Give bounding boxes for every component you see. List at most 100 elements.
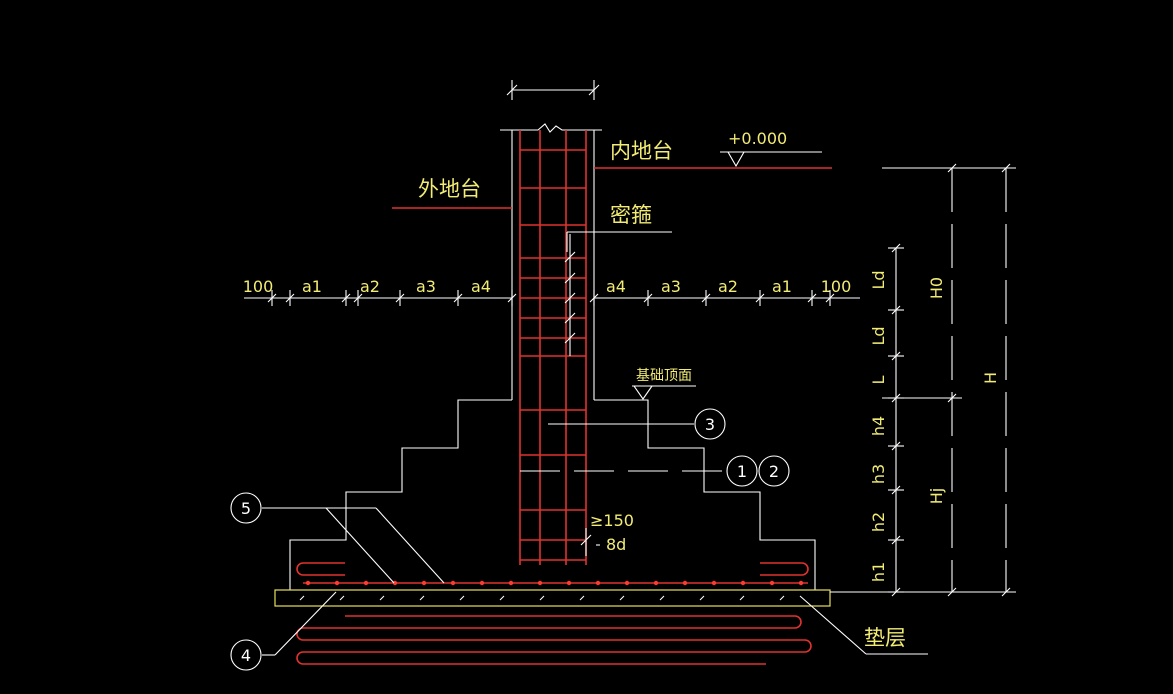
outer-dim-h: H (981, 372, 1000, 384)
cushion-hatch-mark (619, 595, 625, 601)
hdim-slash (285, 293, 295, 303)
foundation-top-marker (632, 385, 696, 400)
callout-2: 2 (758, 455, 790, 487)
vertical-dimension-chain (830, 163, 1016, 597)
rebar-dot (450, 580, 456, 586)
hdim-slash (453, 293, 463, 303)
rebar-dot (508, 580, 514, 586)
vdim-slash (891, 393, 901, 403)
label-8d: 8d (606, 535, 626, 554)
hdim-left-4: a4 (471, 277, 491, 296)
rebar-dot (479, 580, 485, 586)
rebar-dot (363, 580, 369, 586)
vdim-slash (1001, 163, 1011, 173)
cushion-hatch-mark (299, 595, 305, 601)
vdim-slash (947, 163, 957, 173)
leader-lines (262, 423, 928, 656)
svg-text:2: 2 (769, 462, 779, 481)
dense-stirrup-ticks (564, 234, 576, 356)
hdim-slash (395, 293, 405, 303)
callout-4: 4 (230, 639, 262, 671)
vdim-5: h2 (869, 512, 888, 532)
hdim-slash (825, 293, 835, 303)
anchorage-dimension (580, 528, 600, 556)
horizontal-dimension-left (244, 290, 517, 306)
column-rebar (519, 130, 587, 565)
column-width-dimension (506, 80, 600, 100)
label-outer-ground: 外地台 (418, 177, 481, 201)
vdim-slash (891, 351, 901, 361)
cushion-hatch-mark (659, 595, 665, 601)
rebar-dot (595, 580, 601, 586)
vdim-slash (891, 243, 901, 253)
hdim-slash (701, 293, 711, 303)
hdim-right-3: a1 (772, 277, 792, 296)
outer-dim-hj: Hj (927, 488, 946, 504)
svg-text:1: 1 (737, 462, 747, 481)
hdim-right-4: 100 (821, 277, 852, 296)
hdim-slash (643, 293, 653, 303)
vdim-0: Ld (869, 270, 888, 289)
rebar-dot (682, 580, 688, 586)
svg-text:4: 4 (241, 646, 251, 665)
rebar-dot (740, 580, 746, 586)
rebar-dot (769, 580, 775, 586)
bottom-rebar-mat (296, 562, 812, 665)
callout-3: 3 (694, 408, 726, 440)
hdim-slash (341, 293, 351, 303)
vdim-3: h4 (869, 416, 888, 436)
vdim-slash (1001, 587, 1011, 597)
label-foundation-top: 基础顶面 (636, 367, 692, 384)
label-inner-ground: 内地台 (610, 139, 673, 163)
label-min-150: ≥150 (590, 511, 634, 530)
cushion-hatch-mark (419, 595, 425, 601)
rebar-dot (711, 580, 717, 586)
cushion-hatch-mark (579, 595, 585, 601)
vdim-slash (891, 535, 901, 545)
svg-text:5: 5 (241, 499, 251, 518)
hdim-left-0: 100 (243, 277, 274, 296)
cushion-hatch-mark (739, 595, 745, 601)
cushion-hatch-mark (379, 595, 385, 601)
rebar-dot (421, 580, 427, 586)
svg-text:3: 3 (705, 415, 715, 434)
hdim-slash (589, 293, 599, 303)
hdim-slash (807, 293, 817, 303)
rebar-dot (392, 580, 398, 586)
cushion-hatch-mark (699, 595, 705, 601)
hdim-slash (267, 293, 277, 303)
vdim-1: Ld (869, 326, 888, 345)
vdim-slash (947, 587, 957, 597)
cushion-hatch-mark (499, 595, 505, 601)
hdim-right-0: a4 (606, 277, 626, 296)
vdim-slash (891, 441, 901, 451)
callout-1: 1 (726, 455, 758, 487)
callout-5: 5 (230, 492, 262, 524)
vdim-2: L (869, 375, 888, 384)
rebar-dot (653, 580, 659, 586)
hdim-left-2: a2 (360, 277, 380, 296)
label-cushion: 垫层 (864, 626, 906, 650)
hdim-slash (507, 293, 517, 303)
hdim-slash (755, 293, 765, 303)
vdim-slash (891, 587, 901, 597)
label-dense-stirrup: 密箍 (610, 203, 652, 227)
rebar-dot (798, 580, 804, 586)
rebar-dot (334, 580, 340, 586)
hdim-right-1: a3 (661, 277, 681, 296)
rebar-dot (624, 580, 630, 586)
ground-lines (392, 151, 832, 252)
label-elevation: +0.000 (728, 129, 787, 148)
cushion-hatch-mark (539, 595, 545, 601)
rebar-dot (305, 580, 311, 586)
vdim-slash (947, 393, 957, 403)
cushion-layer (274, 589, 831, 607)
hdim-right-2: a2 (718, 277, 738, 296)
horizontal-dimension-right (589, 290, 860, 306)
hdim-left-1: a1 (302, 277, 322, 296)
hdim-left-3: a3 (416, 277, 436, 296)
vdim-slash (891, 305, 901, 315)
cushion-hatch-mark (779, 595, 785, 601)
cushion-hatch-mark (339, 595, 345, 601)
